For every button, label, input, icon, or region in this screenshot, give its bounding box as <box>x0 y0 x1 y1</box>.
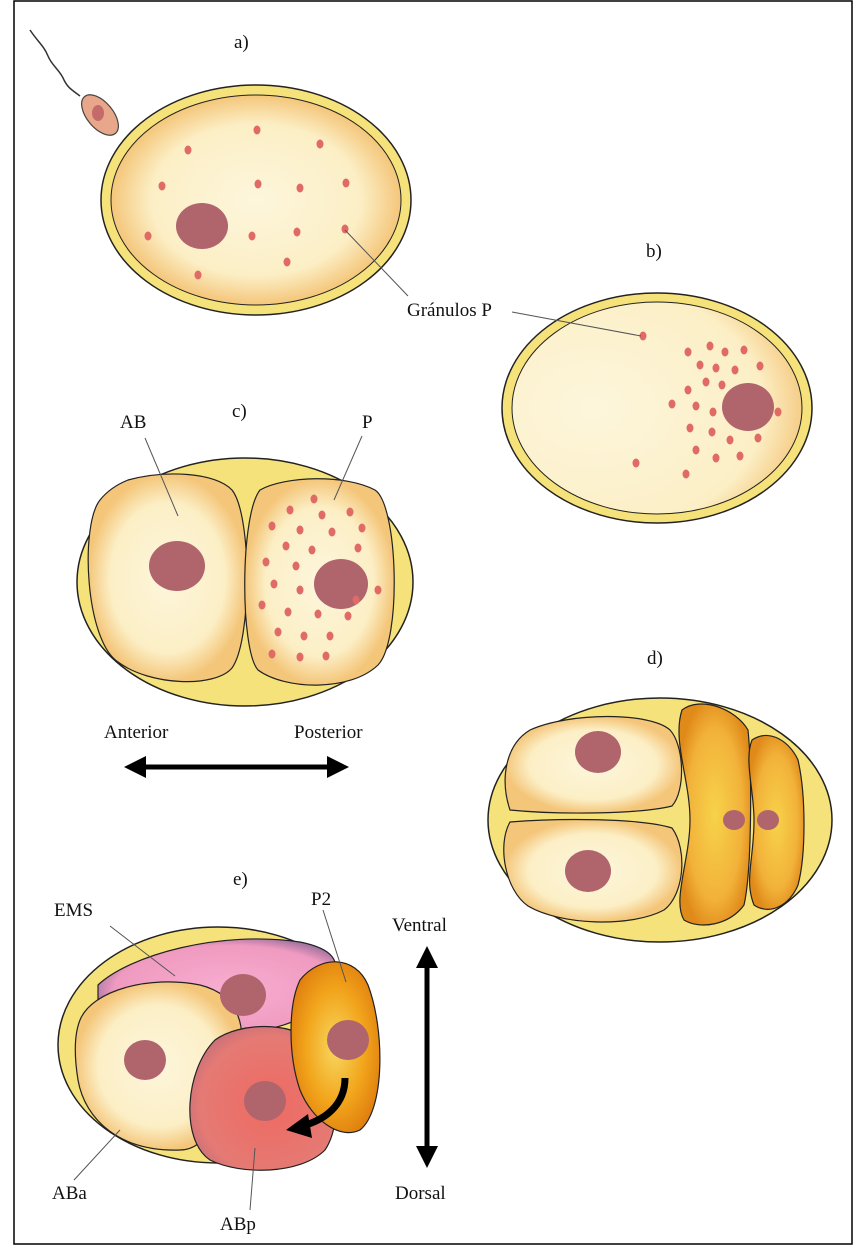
panel-d-label: d) <box>647 648 663 669</box>
panel-b: b) <box>345 230 812 523</box>
anterior-label: Anterior <box>104 722 169 743</box>
nucleus-d-upper <box>575 731 621 773</box>
cell-ab-label: AB <box>120 412 146 433</box>
cell-p2-label: P2 <box>311 889 331 910</box>
posterior-label: Posterior <box>294 722 363 743</box>
panel-e: e) EMS P2 ABa ABp Ventral Dorsal <box>52 869 447 1235</box>
egg-a-nucleus <box>176 203 228 249</box>
nucleus-ab <box>149 541 205 591</box>
double-arrow-icon <box>124 756 349 778</box>
nucleus-d-right-half <box>757 810 779 830</box>
nucleus-aba <box>124 1040 166 1080</box>
cell-abp-label: ABp <box>220 1214 256 1235</box>
nucleus-d-left-half <box>723 810 745 830</box>
cell-p-label: P <box>362 412 373 433</box>
panel-e-label: e) <box>233 869 248 890</box>
panel-c-label: c) <box>232 401 247 422</box>
ventral-label: Ventral <box>392 915 447 936</box>
aba-leader <box>74 1130 120 1180</box>
panel-a-label: a) <box>234 32 249 53</box>
cell-ems-label: EMS <box>54 900 93 921</box>
panel-b-label: b) <box>646 241 662 262</box>
nucleus-abp <box>244 1081 286 1121</box>
panel-a: a) <box>30 30 411 315</box>
panel-c: c) AB P <box>77 401 413 778</box>
cell-aba-label: ABa <box>52 1183 87 1204</box>
nucleus-ems <box>220 974 266 1016</box>
sperm-icon <box>30 30 125 142</box>
panel-d: d) <box>488 648 832 942</box>
nucleus-d-lower <box>565 850 611 892</box>
nucleus-p <box>314 559 368 609</box>
granules-p-label: Gránulos P <box>407 300 492 321</box>
dorsal-label: Dorsal <box>395 1183 446 1204</box>
double-arrow-vertical-icon <box>416 946 438 1168</box>
nucleus-p2 <box>327 1020 369 1060</box>
egg-b-nucleus <box>722 383 774 431</box>
